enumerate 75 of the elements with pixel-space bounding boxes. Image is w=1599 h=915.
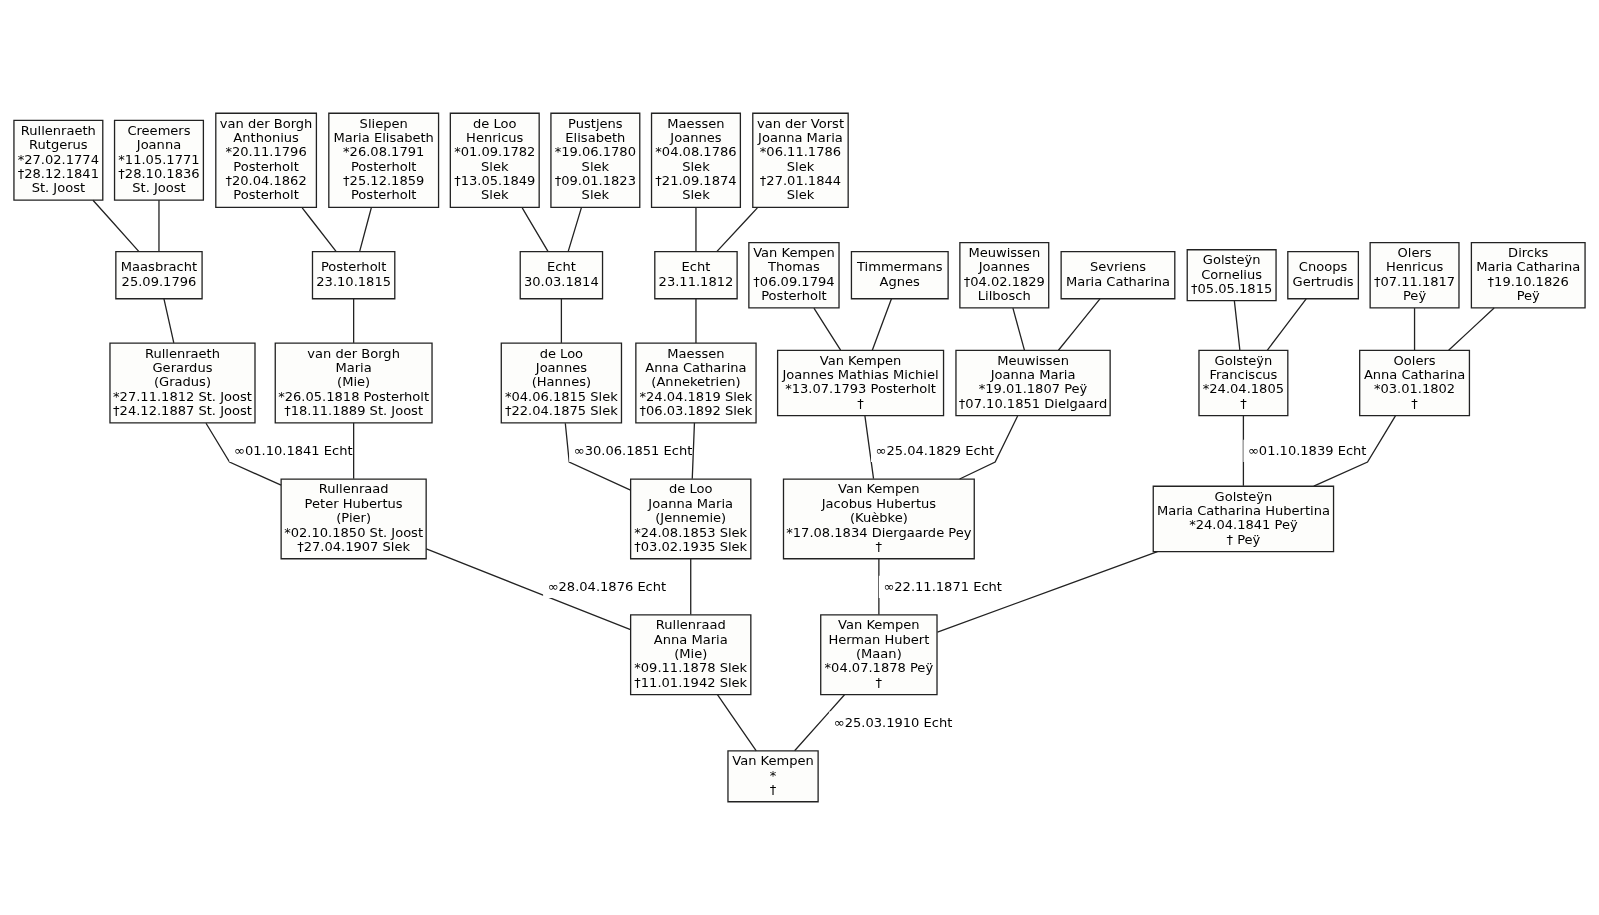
node-box: Sevriens Maria Catharina xyxy=(1060,251,1176,300)
node-box: Olers Henricus †07.11.1817 Peÿ xyxy=(1369,241,1460,309)
node-box: Echt 30.03.1814 xyxy=(519,251,604,300)
edge-label: ∞25.04.1829 Echt xyxy=(875,442,995,458)
node-box: Van Kempen Herman Hubert (Maan) *04.07.1878 Peÿ † xyxy=(820,614,938,696)
node-box: Cnoops Gertrudis xyxy=(1287,251,1360,300)
node-box: Oolers Anna Catharina *03.01.1802 † xyxy=(1359,349,1471,417)
connector xyxy=(1057,298,1101,351)
connector xyxy=(1266,298,1307,351)
connector xyxy=(158,199,160,253)
node-box: Van Kempen Thomas †06.09.1794 Posterholt xyxy=(748,241,840,309)
edge-label: ∞22.11.1871 Echt xyxy=(883,578,1002,594)
connector xyxy=(163,298,175,344)
connector xyxy=(560,298,563,344)
node-box: Timmermans Agnes xyxy=(850,251,949,300)
node-box: Van Kempen Jacobus Hubertus (Kuèbke) *17.08.1834 Diergaarde Pey † xyxy=(782,478,975,560)
connector xyxy=(878,558,880,616)
connector xyxy=(1233,300,1241,351)
node-box: Golsteÿn Franciscus *24.04.1805 † xyxy=(1198,349,1289,417)
node-box: Posterholt 23.10.1815 xyxy=(311,251,396,300)
node-box: Maasbracht 25.09.1796 xyxy=(115,251,203,300)
connector xyxy=(301,207,337,252)
connector xyxy=(353,298,355,344)
connector xyxy=(521,207,549,252)
connector xyxy=(1012,307,1026,351)
node-box: Rullenraad Anna Maria (Mie) *09.11.1878 Slek †11.01.1942 Slek xyxy=(629,614,752,696)
connector xyxy=(958,415,1019,480)
node-box: Golsteÿn Cornelius †05.05.1815 xyxy=(1186,249,1277,302)
edge-label: ∞28.04.1876 Echt xyxy=(547,578,667,594)
node-box: Van Kempen * † xyxy=(727,750,819,803)
connector xyxy=(1313,415,1397,487)
edge-label: ∞30.06.1851 Echt xyxy=(573,442,693,458)
connector xyxy=(425,548,632,631)
node-box: Maessen Anna Catharina (Anneketrien) *24.04.1819 Slek †06.03.1892 Slek xyxy=(635,342,757,424)
node-box: Creemers Joanna *11.05.1771 †28.10.1836 St. Joost xyxy=(113,119,205,201)
connector xyxy=(92,199,140,253)
node-box: Dircks Maria Catharina †19.10.1826 Peÿ xyxy=(1470,241,1586,309)
edge-label: ∞01.10.1841 Echt xyxy=(234,442,353,458)
connector xyxy=(695,207,697,252)
node-box: van der Borgh Maria (Mie) *26.05.1818 Posterholt †18.11.1889 St. Joost xyxy=(274,342,433,424)
connector xyxy=(564,422,631,491)
node-box: Golsteÿn Maria Catharina Hubertina *24.04.1841 Peÿ † Peÿ xyxy=(1152,485,1335,553)
connector xyxy=(793,694,846,752)
connector xyxy=(716,694,757,752)
connector xyxy=(359,207,372,252)
node-box: de Loo Joanna Maria (Jennemie) *24.08.1853 Slek †03.02.1935 Slek xyxy=(629,478,752,560)
node-box: van der Vorst Joanna Maria *06.11.1786 Slek †27.01.1844 Slek xyxy=(752,112,849,208)
edge-label: ∞25.03.1910 Echt xyxy=(833,714,953,730)
node-box: Pustjens Elisabeth *19.06.1780 Slek †09.01.1823 Slek xyxy=(550,112,641,208)
connector xyxy=(716,207,758,252)
connector xyxy=(871,298,893,351)
connector xyxy=(567,207,582,252)
node-box: Sliepen Maria Elisabeth *26.08.1791 Posterholt †25.12.1859 Posterholt xyxy=(328,112,440,208)
connector xyxy=(690,558,692,616)
connector xyxy=(691,422,696,480)
node-box: Rullenraad Peter Hubertus (Pier) *02.10.1850 St. Joost †27.04.1907 Slek xyxy=(280,478,427,560)
node-box: Rullenraeth Rutgerus *27.02.1774 †28.12.1841 St. Joost xyxy=(13,119,104,201)
node-box: van der Borgh Anthonius *20.11.1796 Posterholt †20.04.1862 Posterholt xyxy=(215,112,318,208)
node-box: de Loo Henricus *01.09.1782 Slek †13.05.1849 Slek xyxy=(449,112,540,208)
connector xyxy=(813,307,842,351)
node-box: Meuwissen Joannes †04.02.1829 Lilbosch xyxy=(959,241,1050,309)
node-box: Maessen Joannes *04.08.1786 Slek †21.09.1874 Slek xyxy=(650,112,742,208)
node-box: Echt 23.11.1812 xyxy=(654,251,738,300)
connector xyxy=(1413,307,1416,351)
node-box: Van Kempen Joannes Mathias Michiel *13.07.1793 Posterholt † xyxy=(776,349,945,417)
connector xyxy=(864,415,875,480)
connector xyxy=(1447,307,1495,351)
edge-label: ∞01.10.1839 Echt xyxy=(1247,442,1367,458)
node-box: Meuwissen Joanna Maria *19.01.1807 Peÿ †07.10.1851 Dielgaard xyxy=(955,349,1111,417)
node-box: de Loo Joannes (Hannes) *04.06.1815 Slek †22.04.1875 Slek xyxy=(500,342,623,424)
connector xyxy=(695,298,697,344)
connector xyxy=(936,550,1159,633)
node-box: Rullenraeth Gerardus (Gradus) *27.11.1812 St. Joost †24.12.1887 St. Joost xyxy=(109,342,256,424)
connector xyxy=(205,422,282,486)
connector xyxy=(353,422,355,480)
